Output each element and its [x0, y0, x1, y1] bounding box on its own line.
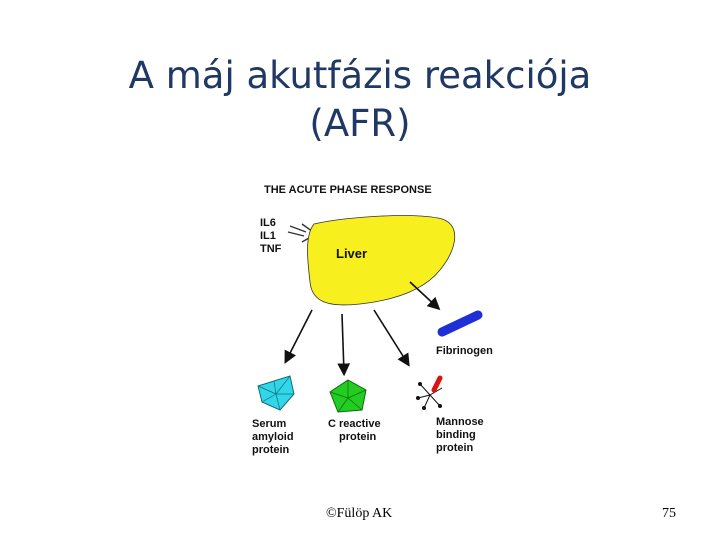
arrow-to-c-reactive	[337, 313, 351, 377]
arrow-to-serum-amyloid	[284, 309, 313, 364]
arrow-to-mannose-binding	[373, 309, 410, 367]
cytokine-tnf: TNF	[260, 243, 282, 255]
serum-amyloid-label-line-1: Serum	[252, 418, 286, 430]
mannose-label-line-2: binding	[436, 429, 476, 441]
fibrinogen-label: Fibrinogen	[436, 345, 493, 357]
c-reactive-label-line-2: protein	[339, 431, 377, 443]
liver-label: Liver	[336, 246, 367, 261]
serum-amyloid-label-line-2: amyloid	[252, 431, 294, 443]
diagram-heading: THE ACUTE PHASE RESPONSE	[264, 184, 432, 196]
fibrinogen-rod-icon	[437, 310, 483, 337]
cytokine-il6: IL6	[260, 217, 276, 229]
slide-title: A máj akutfázis reakciója (AFR)	[0, 52, 720, 148]
mannose-label-line-3: protein	[436, 442, 474, 454]
cytokine-il1: IL1	[260, 230, 276, 242]
serum-amyloid-label-line-3: protein	[252, 444, 290, 456]
footer-credit: ©Fülöp AK	[326, 506, 393, 521]
c-reactive-label-line-1: C reactive	[328, 418, 381, 430]
mannose-binding-protein-icon	[416, 375, 443, 410]
page-number: 75	[662, 506, 676, 521]
diagram-canvas: THE ACUTE PHASE RESPONSE IL6 IL1 TNF Liv…	[252, 184, 493, 456]
acute-phase-response-diagram: THE ACUTE PHASE RESPONSE IL6 IL1 TNF Liv…	[240, 178, 520, 468]
slide-title-line-2: (AFR)	[309, 102, 411, 145]
arrow-to-fibrinogen	[409, 281, 441, 311]
liver-shape	[307, 215, 456, 306]
c-reactive-protein-icon	[329, 379, 367, 413]
serum-amyloid-protein-icon	[257, 375, 295, 411]
mannose-label-line-1: Mannose	[436, 416, 484, 428]
slide-title-line-1: A máj akutfázis reakciója	[128, 54, 592, 97]
